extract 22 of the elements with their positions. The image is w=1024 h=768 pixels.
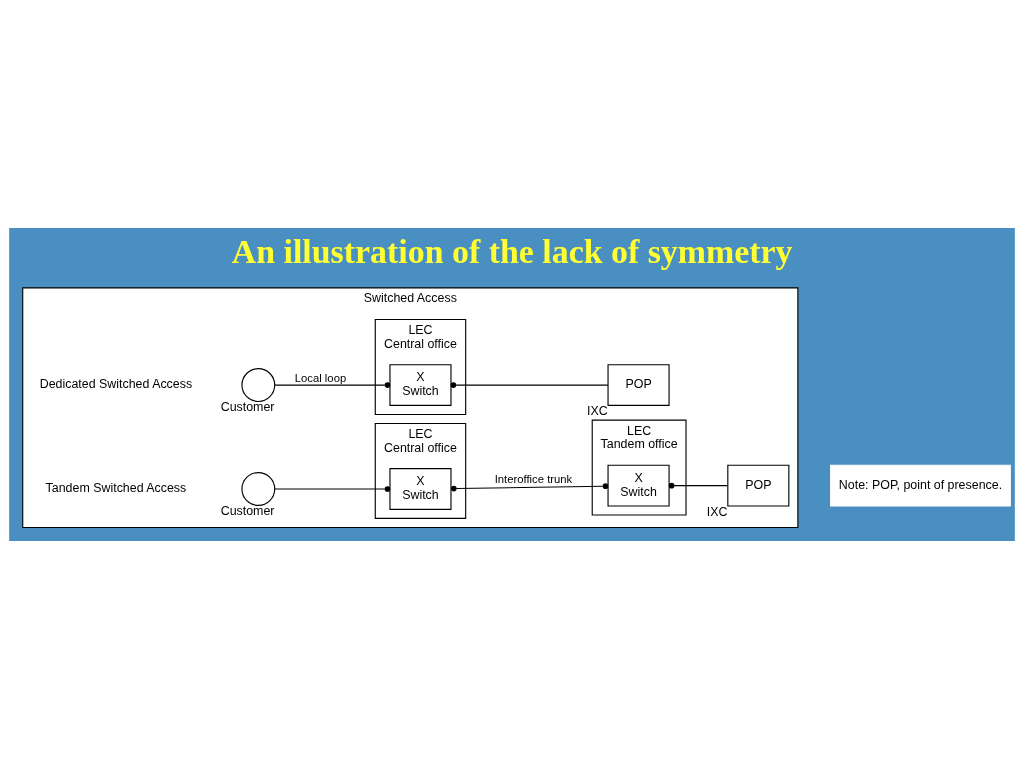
node-label: Customer: [220, 503, 275, 518]
node-circle: [241, 471, 276, 506]
connector: [450, 381, 609, 388]
connector: [451, 482, 609, 491]
node-box: X Switch: [389, 363, 452, 406]
node-label: IXC: [706, 504, 728, 519]
label: Tandem Switched Access: [45, 480, 187, 495]
node-box: X Switch: [607, 464, 670, 507]
node-box: POP: [607, 363, 670, 406]
node-label: IXC: [586, 403, 608, 418]
connector: [668, 482, 729, 488]
node-box: X Switch: [389, 467, 452, 510]
connector: [274, 485, 391, 492]
connector: [274, 381, 391, 388]
node-box: POP: [727, 464, 790, 507]
diagram-title: An illustration of the lack of symmetry: [231, 232, 793, 270]
edge-label: Interoffice trunk: [494, 472, 573, 485]
node-circle: [241, 367, 276, 402]
label: Note: POP, point of presence.: [838, 477, 1003, 492]
edge-label: Local loop: [294, 371, 347, 384]
node-label: Customer: [220, 399, 275, 414]
label: Dedicated Switched Access: [39, 376, 193, 391]
